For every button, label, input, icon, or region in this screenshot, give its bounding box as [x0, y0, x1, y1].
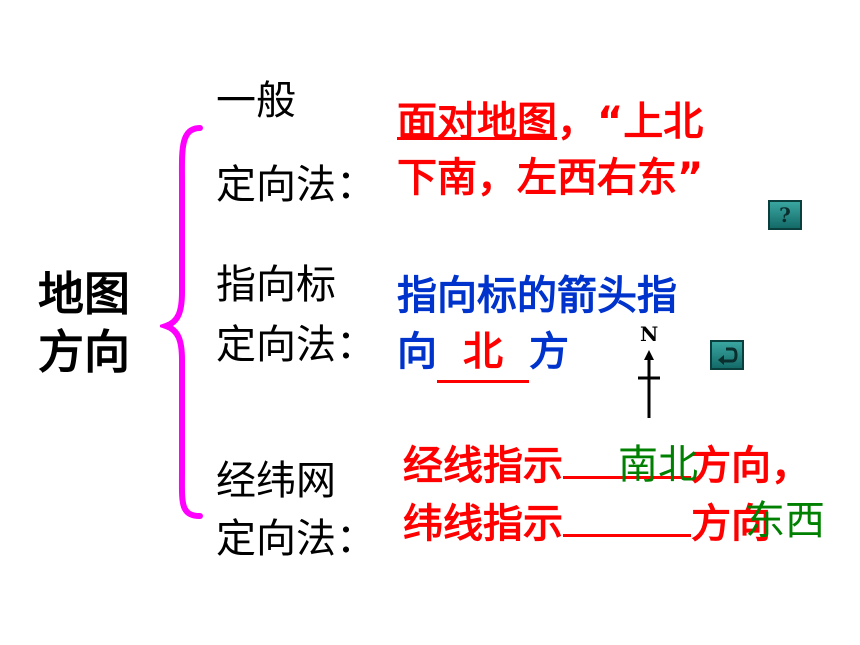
method2-label-top: 指向标	[216, 262, 336, 308]
north-arrow-icon	[638, 350, 660, 418]
method1-answer-line1: 面对地图，“上北	[397, 94, 703, 150]
method2-answer-blank: 北	[437, 324, 529, 383]
method2-answer-line1: 指向标的箭头指	[397, 273, 677, 319]
method1-answer-line2: 下南，左西右东”	[397, 155, 704, 201]
question-icon: ?	[779, 203, 791, 227]
curly-brace	[160, 125, 203, 519]
method3-line2-suffix: 方向	[691, 501, 771, 547]
method3-line2-blank: 东西	[745, 498, 825, 544]
method1-label-top: 一般	[216, 78, 296, 124]
help-button[interactable]: ?	[768, 200, 802, 230]
main-title: 地图 方向	[38, 265, 130, 381]
main-title-line1: 地图	[38, 267, 130, 321]
method3-line2: 纬线指示 方向	[403, 496, 771, 552]
method1-label-bottom: 定向法：	[216, 162, 376, 208]
return-button[interactable]	[710, 340, 744, 370]
method1-underlined-text: 面对地图	[397, 99, 557, 145]
method3-line1-blank: 南北	[618, 442, 698, 488]
method3-line2-prefix: 纬线指示	[403, 501, 563, 547]
method2-label-bottom: 定向法：	[216, 322, 376, 368]
method3-line1-prefix: 经线指示	[403, 443, 563, 489]
method3-line1: 经线指示 方向，	[403, 438, 811, 494]
method3-line1-suffix: 方向，	[691, 443, 811, 489]
method3-label-top: 经纬网	[216, 458, 336, 504]
return-arrow-icon	[718, 347, 738, 365]
method1-answer-line1-rest: ，“上北	[557, 99, 704, 145]
main-title-line2: 方向	[38, 325, 130, 379]
method2-answer-prefix: 向	[397, 329, 437, 375]
north-label: N	[640, 322, 659, 346]
method3-label-bottom: 定向法：	[216, 516, 376, 562]
method2-answer-suffix: 方	[529, 329, 569, 375]
method2-answer-line2: 向北方	[397, 324, 569, 383]
